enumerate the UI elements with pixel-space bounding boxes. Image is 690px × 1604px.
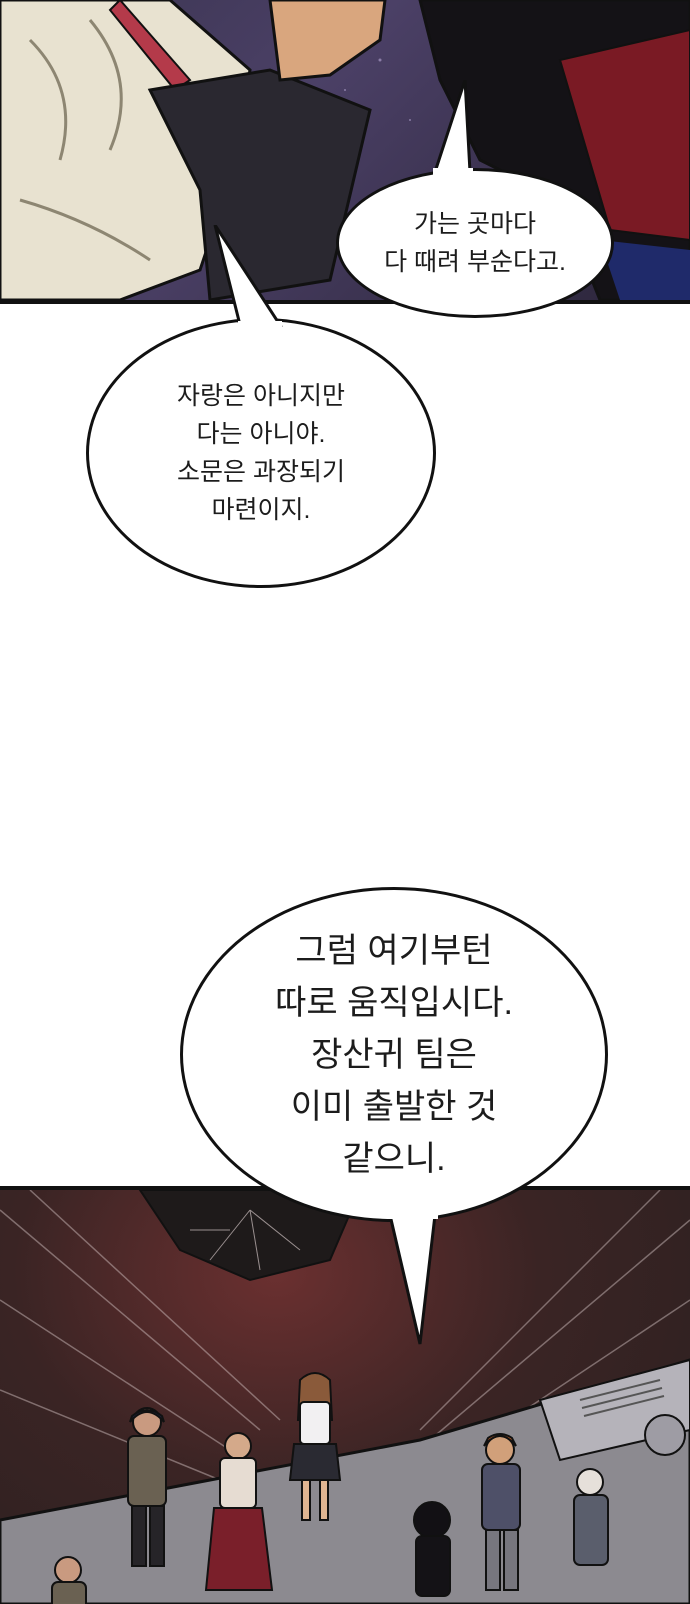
speech-bubble-c-tail xyxy=(388,1212,438,1345)
speech-bubble-b-tail xyxy=(213,225,283,327)
speech-bubble-a-tail xyxy=(432,80,473,175)
top-panel-art xyxy=(0,0,690,300)
speech-bubble-b: 자랑은 아니지만 다는 아니야. 소문은 과장되기 마련이지. xyxy=(86,318,436,588)
speech-bubble-c-text: 그럼 여기부턴 따로 움직입시다. 장산귀 팀은 이미 출발한 것 같으니. xyxy=(275,931,513,1178)
top-panel xyxy=(0,0,690,304)
vent-grille xyxy=(579,1379,665,1417)
crack-lines xyxy=(190,1209,301,1271)
fan-icon xyxy=(644,1414,686,1456)
hand xyxy=(268,0,387,82)
right-character-red-coat xyxy=(558,28,690,242)
group-of-characters xyxy=(51,1372,609,1604)
bottom-panel xyxy=(0,1186,690,1604)
speech-bubble-c: 그럼 여기부턴 따로 움직입시다. 장산귀 팀은 이미 출발한 것 같으니. xyxy=(180,887,608,1222)
bottom-panel-art xyxy=(0,1190,690,1604)
speech-bubble-a-text: 가는 곳마다 다 때려 부순다고. xyxy=(384,210,566,276)
cracked-ceiling xyxy=(138,1190,362,1282)
dark-sleeve xyxy=(147,68,372,300)
speech-bubble-b-text: 자랑은 아니지만 다는 아니야. 소문은 과장되기 마련이지. xyxy=(177,382,345,524)
right-character-blue-trim xyxy=(600,240,690,300)
speech-bubble-a: 가는 곳마다 다 때려 부순다고. xyxy=(336,168,614,318)
